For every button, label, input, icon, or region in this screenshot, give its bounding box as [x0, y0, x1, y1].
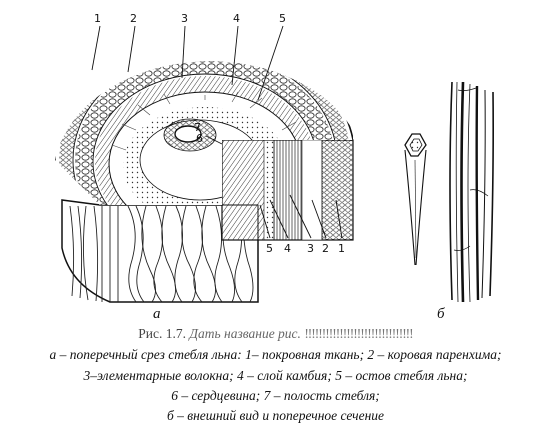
- xylem-radial-lines: [111, 91, 297, 151]
- caption-line-1: а – поперечный срез стебля льна: 1– покр…: [49, 347, 502, 362]
- sublabel-b: б: [437, 306, 445, 320]
- figure-number: Рис. 1.7.: [138, 326, 187, 341]
- caption-line-3: 6 – сердцевина; 7 – полость стебля;: [171, 388, 380, 403]
- label-7-cavity: 7: [194, 121, 201, 134]
- label-1-top: 1: [94, 12, 101, 25]
- sublabel-a: а: [153, 306, 161, 320]
- small-section: [404, 133, 427, 266]
- leader-lines-side: [259, 194, 343, 239]
- long-stem: [449, 81, 494, 303]
- longitudinal-fibers: [69, 205, 254, 303]
- label-5-top: 5: [279, 12, 286, 25]
- caption-task: Дать название рис.: [189, 326, 301, 341]
- label-6-pith: 6: [196, 132, 203, 145]
- label-4-side: 4: [284, 242, 291, 255]
- label-2-side: 2: [322, 242, 329, 255]
- leader-6: [205, 135, 223, 145]
- figure-caption-title: Рис. 1.7. Дать название рис. !!!!!!!!!!!…: [0, 324, 551, 344]
- label-3-top: 3: [181, 12, 188, 25]
- label-3-side: 3: [307, 242, 314, 255]
- leader-lines-top: [91, 25, 284, 101]
- label-4-top: 4: [233, 12, 240, 25]
- label-1-side: 1: [338, 242, 345, 255]
- caption-line-2: 3–элементарные волокна; 4 – слой камбия;…: [83, 368, 468, 383]
- flax-stem-figure: 1 2 3 4 5 7 6 5 4 3 2 1 а: [55, 12, 494, 320]
- label-5-side: 5: [266, 242, 273, 255]
- stem-cross-section: 1 2 3 4 5 7 6 5 4 3 2 1 а: [55, 12, 354, 320]
- caption-line-4: б – внешний вид и поперечное сечение: [166, 408, 385, 423]
- layers-block: [221, 139, 354, 241]
- caption-marks: !!!!!!!!!!!!!!!!!!!!!!!!!!!!!!!: [304, 326, 413, 341]
- label-2-top: 2: [130, 12, 137, 25]
- stem-external-view: б: [404, 81, 494, 320]
- stem-top-face: [55, 61, 353, 206]
